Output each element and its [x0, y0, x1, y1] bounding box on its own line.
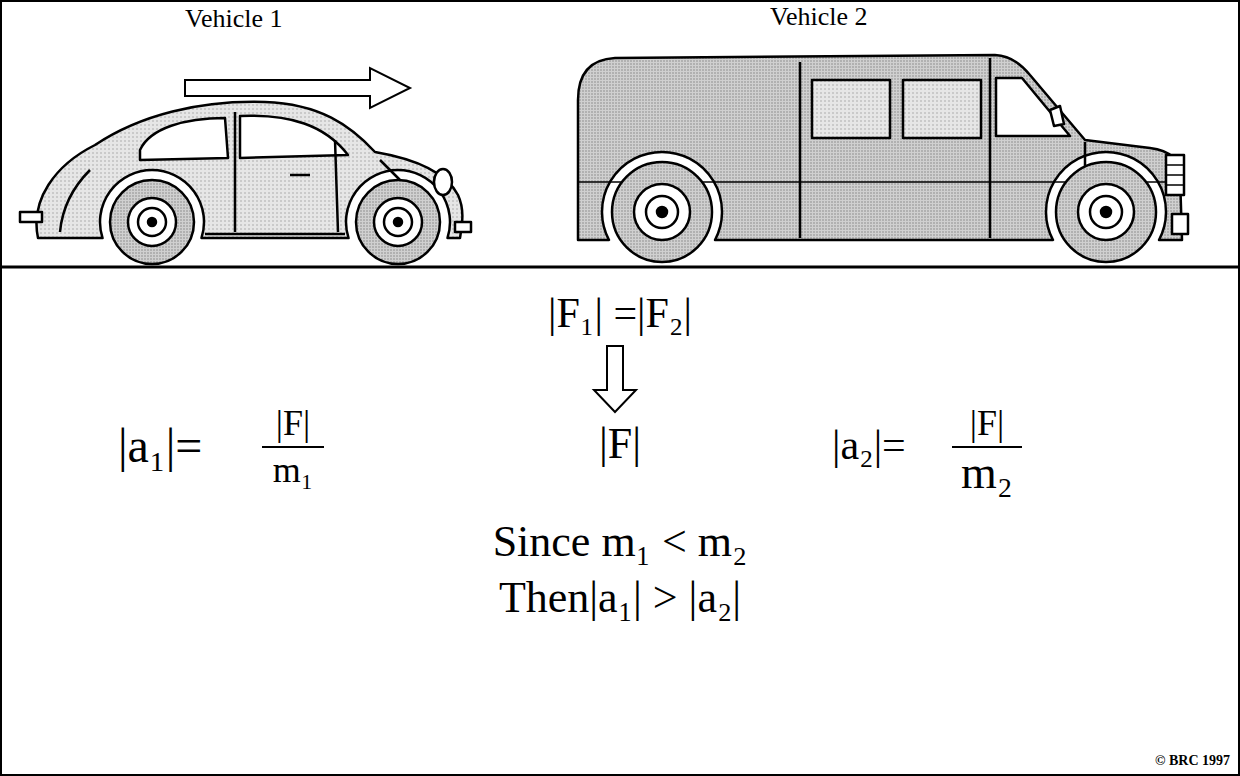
- grille: [1166, 165, 1184, 185]
- fraction-bar: [952, 446, 1022, 448]
- van: [578, 55, 1188, 262]
- front-bumper: [1172, 214, 1188, 234]
- fraction-numerator: |F|: [276, 405, 310, 441]
- fraction-bar: [262, 446, 324, 448]
- equation-text: |a₂|=: [832, 424, 906, 466]
- car-wheel: [110, 180, 194, 264]
- car-window: [140, 118, 228, 160]
- vehicle-label: Vehicle 2: [770, 4, 867, 30]
- side-mirror: [1050, 106, 1064, 126]
- van-window: [996, 78, 1070, 136]
- front-bumper: [455, 222, 471, 232]
- van-window: [812, 80, 890, 138]
- car-wheel: [356, 180, 440, 264]
- fraction-denominator: m₁: [273, 452, 314, 488]
- rear-bumper: [20, 212, 42, 222]
- copyright-note: © BRC 1997: [1155, 754, 1230, 768]
- door-line: [235, 112, 338, 232]
- van-window: [903, 80, 981, 138]
- fraction-denominator: m₂: [961, 450, 1013, 496]
- equation-text: Then|a₁| > |a₂|: [499, 576, 741, 620]
- equation-text: Since m₁ < m₂: [493, 520, 748, 564]
- door-handle: [290, 174, 310, 177]
- door-line: [800, 58, 1085, 238]
- car-window: [240, 116, 348, 158]
- running-board: [205, 233, 345, 236]
- vehicle-label: Vehicle 1: [185, 6, 282, 32]
- headlight: [434, 169, 452, 195]
- beetle-car: [20, 102, 471, 264]
- grille: [1166, 155, 1184, 195]
- van-wheel: [612, 162, 712, 262]
- van-wheel: [1056, 162, 1156, 262]
- car-body: [37, 102, 463, 238]
- fender-line: [60, 170, 90, 232]
- van-body: [578, 55, 1182, 240]
- equation-text: |F|: [599, 422, 641, 466]
- equation-text: |F₁| =|F₂|: [548, 292, 692, 334]
- equation-text: |a₁|=: [118, 422, 202, 470]
- ground-line: [0, 266, 1240, 269]
- implication-arrow: [594, 346, 636, 412]
- motion-arrow: [185, 68, 410, 108]
- fraction-numerator: |F|: [970, 405, 1004, 441]
